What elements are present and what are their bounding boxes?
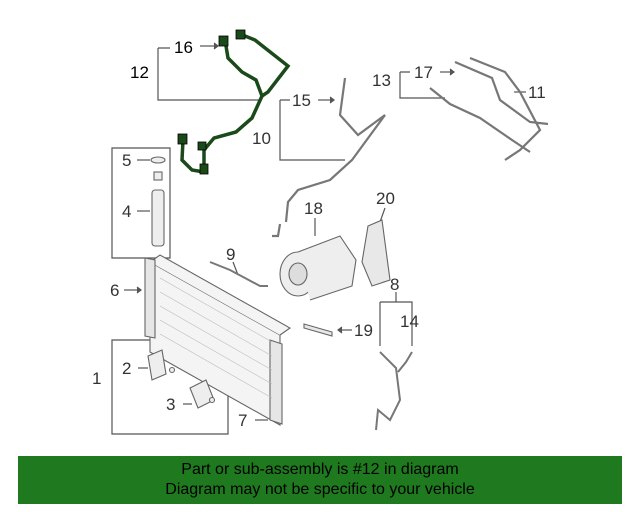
- hose-11: [429, 56, 549, 161]
- callout-20: 20: [376, 189, 395, 208]
- callout-6: 6: [110, 281, 119, 300]
- callout-1: 1: [92, 369, 101, 388]
- receiver-drier: [150, 156, 166, 247]
- callout-8: 8: [390, 275, 399, 294]
- callout-13: 13: [372, 71, 391, 90]
- hose-10: [272, 77, 386, 238]
- leader-lines: [111, 42, 526, 435]
- parts-diagram: 1 2 3 4 5 6 7 8 9 10 11 12 13 14 15 16 1…: [92, 29, 549, 435]
- callout-9: 9: [226, 245, 235, 264]
- small-brackets: [147, 349, 216, 409]
- callout-3: 3: [166, 395, 175, 414]
- bolt-19: [303, 323, 333, 337]
- callout-16: 16: [174, 38, 193, 57]
- callout-4: 4: [122, 202, 131, 221]
- callout-19: 19: [354, 321, 373, 340]
- hose-assembly-12: [180, 32, 291, 174]
- callout-18: 18: [304, 199, 323, 218]
- callout-2: 2: [122, 359, 131, 378]
- callout-7: 7: [238, 411, 247, 430]
- callout-10: 10: [252, 129, 271, 148]
- notice-line-1: Part or sub-assembly is #12 in diagram: [181, 461, 459, 478]
- callout-15: 15: [292, 91, 311, 110]
- hose-9: [209, 261, 268, 287]
- compressor: [279, 235, 357, 301]
- bracket-20: [361, 219, 391, 287]
- callout-12: 12: [130, 63, 149, 82]
- notice-line-2: Diagram may not be specific to your vehi…: [165, 481, 475, 498]
- hose-fittings-12: [177, 29, 246, 175]
- callout-11: 11: [528, 83, 546, 102]
- hose-8: [375, 351, 413, 431]
- diagram-notice-banner: Part or sub-assembly is #12 in diagram D…: [18, 456, 622, 504]
- callout-5: 5: [122, 151, 131, 170]
- callout-17: 17: [414, 63, 433, 82]
- callout-14: 14: [400, 312, 419, 331]
- condenser: [144, 254, 292, 426]
